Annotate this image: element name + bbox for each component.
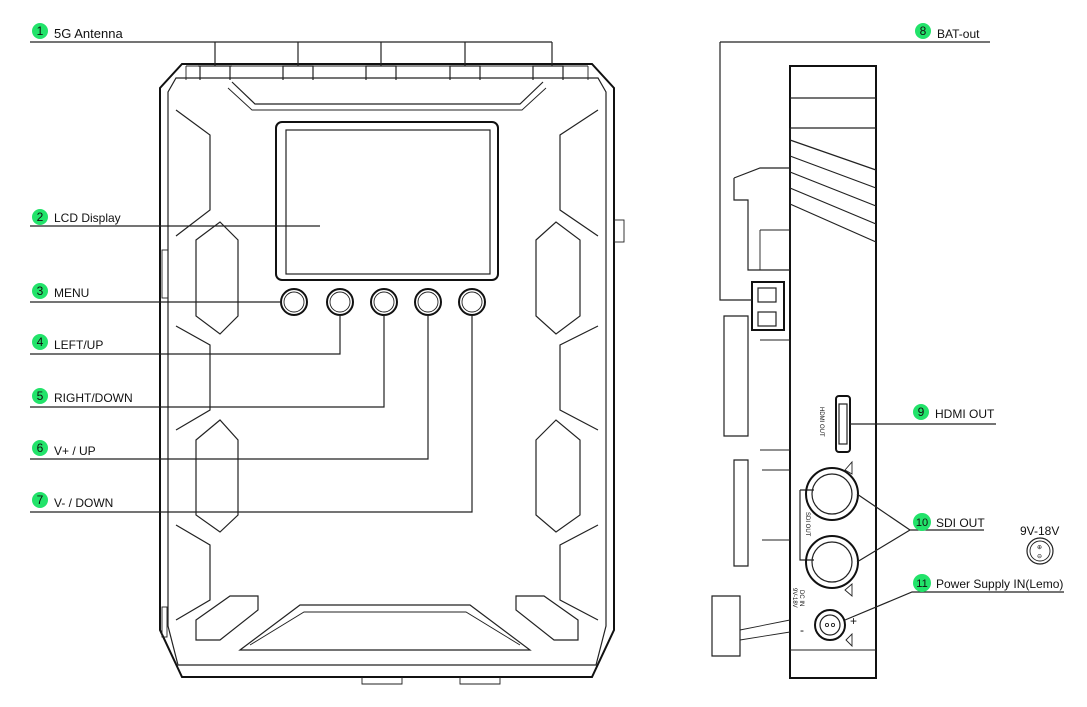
vol-down-button[interactable]	[458, 288, 486, 316]
front-buttons	[280, 288, 486, 316]
lcd-display	[275, 121, 499, 281]
callout-8: 8 BAT-out	[915, 23, 980, 41]
power-lemo-port	[814, 609, 846, 641]
svg-text:V+ / UP: V+ / UP	[54, 444, 96, 458]
callout-badge	[32, 388, 48, 404]
svg-text:MENU: MENU	[54, 286, 89, 300]
svg-text:HDMI OUT: HDMI OUT	[818, 407, 824, 437]
svg-text:BAT-out: BAT-out	[937, 27, 980, 41]
svg-text:RIGHT/DOWN: RIGHT/DOWN	[54, 391, 133, 405]
callout-11: 11 Power Supply IN(Lemo)	[913, 574, 1063, 592]
callout-2: 2 LCD Display	[32, 209, 121, 225]
svg-text:⊖: ⊖	[1037, 554, 1042, 560]
svg-text:⊕: ⊕	[1037, 545, 1042, 551]
callout-10: 10 SDI OUT	[913, 513, 985, 531]
callout-3: 3 MENU	[32, 283, 89, 300]
svg-text:LCD Display: LCD Display	[54, 211, 121, 225]
menu-button[interactable]	[280, 288, 308, 316]
callout-badge	[32, 283, 48, 299]
svg-text:9V-18V: 9V-18V	[791, 588, 797, 608]
sdi-out-1	[805, 467, 859, 521]
callout-badge	[32, 440, 48, 456]
front-body-outline	[159, 63, 615, 678]
callout-5: 5 RIGHT/DOWN	[32, 388, 133, 405]
svg-text:V- / DOWN: V- / DOWN	[54, 496, 113, 510]
callout-badge	[32, 23, 48, 39]
side-view: HDMI OUT SDI OUT DC IN 9V-18V - +	[711, 65, 877, 679]
svg-text:SDI OUT: SDI OUT	[804, 512, 810, 537]
lemo-spec: 9V-18V ⊕ ⊖	[1020, 524, 1059, 565]
svg-text:11: 11	[916, 578, 927, 590]
svg-text:HDMI OUT: HDMI OUT	[935, 407, 995, 421]
right-down-button[interactable]	[370, 288, 398, 316]
callout-badge	[32, 334, 48, 350]
svg-text:10: 10	[916, 517, 928, 529]
svg-text:SDI OUT: SDI OUT	[936, 516, 985, 530]
svg-text:4: 4	[37, 335, 44, 349]
svg-text:DC IN: DC IN	[798, 590, 804, 606]
callout-7: 7 V- / DOWN	[32, 492, 113, 510]
svg-text:Power Supply IN(Lemo): Power Supply IN(Lemo)	[936, 577, 1063, 591]
svg-text:7: 7	[37, 493, 44, 507]
callout-badge	[913, 404, 929, 420]
vol-up-button[interactable]	[414, 288, 442, 316]
svg-text:-: -	[800, 623, 804, 637]
svg-text:9V-18V: 9V-18V	[1020, 524, 1059, 538]
svg-text:1: 1	[37, 24, 44, 38]
front-view	[159, 63, 625, 685]
svg-text:LEFT/UP: LEFT/UP	[54, 338, 103, 352]
svg-text:+: +	[850, 614, 857, 628]
svg-text:6: 6	[37, 441, 44, 455]
leader-lines	[30, 41, 1064, 621]
svg-text:9: 9	[918, 405, 925, 419]
callout-badge	[913, 513, 931, 531]
callout-6: 6 V+ / UP	[32, 440, 96, 458]
lemo-pin-icon	[1026, 537, 1054, 565]
callout-4: 4 LEFT/UP	[32, 334, 103, 352]
side-body-outline	[789, 65, 877, 679]
left-up-button[interactable]	[326, 288, 354, 316]
callout-badge	[32, 209, 48, 225]
svg-text:8: 8	[920, 24, 927, 38]
callout-badge	[913, 574, 931, 592]
callout-badge	[915, 23, 931, 39]
svg-text:3: 3	[37, 284, 44, 298]
svg-text:5G Antenna: 5G Antenna	[54, 26, 123, 41]
callout-badge	[32, 492, 48, 508]
callout-1: 1 5G Antenna	[32, 23, 123, 41]
svg-text:2: 2	[37, 210, 44, 224]
sdi-out-2	[805, 535, 859, 589]
svg-text:5: 5	[37, 389, 44, 403]
callout-9: 9 HDMI OUT	[913, 404, 995, 421]
bat-out-connector	[751, 281, 785, 331]
